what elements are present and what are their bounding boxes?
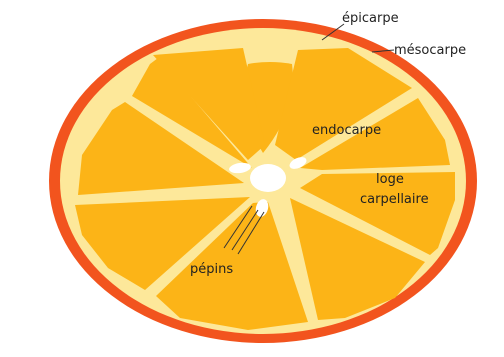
label-loge-carpellaire-line1: loge	[376, 172, 404, 187]
label-mesocarpe: mésocarpe	[394, 43, 466, 58]
label-epicarpe: épicarpe	[342, 11, 399, 26]
label-endocarpe: endocarpe	[312, 123, 381, 138]
label-loge-carpellaire-line2: carpellaire	[360, 192, 429, 207]
central-axis	[250, 164, 286, 192]
label-pepins: pépins	[190, 262, 233, 277]
